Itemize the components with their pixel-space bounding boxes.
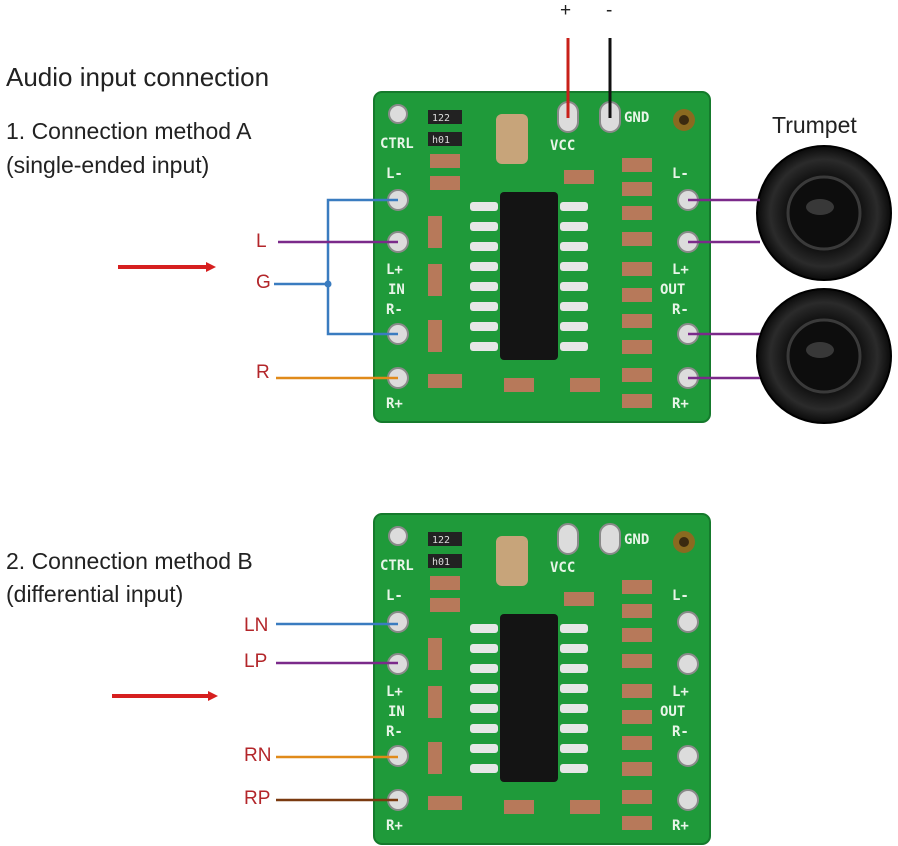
board-a-ctrl-label: CTRL (380, 136, 414, 152)
board-b-r-minus-label: R- (386, 724, 403, 740)
board-a-l-plus-label: L+ (386, 262, 403, 278)
board-a-out-l-minus-label: L- (672, 166, 689, 182)
board-b-vcc-label: VCC (550, 560, 575, 576)
board-a-out-l-plus-label: L+ (672, 262, 689, 278)
amplifier-board-b: CTRL L- L+ IN R- R+ VCC GND L- L+ OUT R-… (373, 513, 711, 845)
board-b-r-plus-label: R+ (386, 818, 403, 834)
input-label-l: L (256, 231, 267, 252)
input-label-g: G (256, 272, 271, 293)
board-a-res1-label: 122 (432, 113, 450, 124)
board-b-res2-label: h01 (432, 557, 450, 568)
board-a-out-label: OUT (660, 282, 685, 298)
board-b-out-r-plus-label: R+ (672, 818, 689, 834)
board-b-in-label: IN (388, 704, 405, 720)
board-a-res2-label: h01 (432, 135, 450, 146)
board-b-out-l-minus-label: L- (672, 588, 689, 604)
speaker-bottom (756, 288, 892, 424)
input-label-lp: LP (244, 651, 268, 672)
board-a-vcc-label: VCC (550, 138, 575, 154)
board-a-gnd-label: GND (624, 110, 649, 126)
input-label-rp: RP (244, 788, 271, 809)
amplifier-board-a: CTRL L- L+ IN R- R+ VCC GND L- L+ OUT R-… (373, 91, 711, 423)
power-plus-label: + (560, 0, 572, 21)
board-a-in-label: IN (388, 282, 405, 298)
board-b-ctrl-label: CTRL (380, 558, 414, 574)
board-a-r-minus-label: R- (386, 302, 403, 318)
board-a-r-plus-label: R+ (386, 396, 403, 412)
method-a-subheading: (single-ended input) (6, 152, 210, 178)
board-a-l-minus-label: L- (386, 166, 403, 182)
wire-g-junction (324, 280, 332, 288)
method-b-subheading: (differential input) (6, 581, 184, 607)
board-a-out-r-minus-label: R- (672, 302, 689, 318)
power-minus-label: - (606, 0, 613, 21)
board-b-out-label: OUT (660, 704, 685, 720)
board-a-out-r-plus-label: R+ (672, 396, 689, 412)
board-b-gnd-label: GND (624, 532, 649, 548)
wire-g-l-minus (326, 198, 398, 336)
speaker-top (756, 145, 892, 281)
speaker-label: Trumpet (772, 112, 857, 138)
page-title: Audio input connection (6, 62, 270, 92)
board-b-res1-label: 122 (432, 535, 450, 546)
input-label-ln: LN (244, 615, 269, 636)
method-a-heading: 1. Connection method A (6, 118, 252, 144)
method-b-heading: 2. Connection method B (6, 548, 253, 574)
board-b-l-plus-label: L+ (386, 684, 403, 700)
input-label-rn: RN (244, 745, 272, 766)
board-b-l-minus-label: L- (386, 588, 403, 604)
input-label-r: R (256, 362, 270, 383)
board-b-out-l-plus-label: L+ (672, 684, 689, 700)
board-b-out-r-minus-label: R- (672, 724, 689, 740)
